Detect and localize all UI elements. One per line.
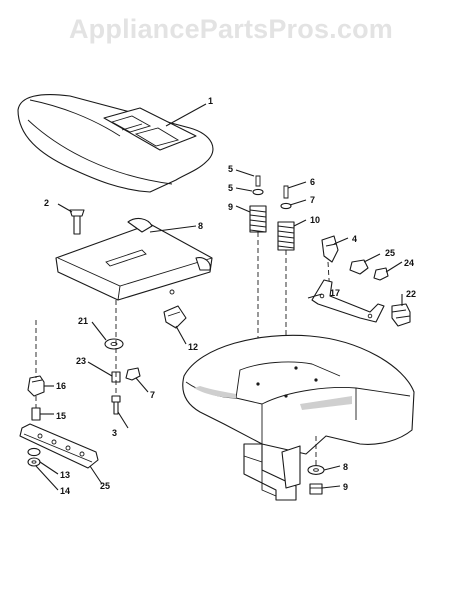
- seat: [17, 93, 214, 193]
- callout-label: 9: [343, 482, 348, 492]
- callout-label: 21: [78, 316, 88, 326]
- callout-label: 15: [56, 411, 66, 421]
- callout-label: 25: [385, 248, 395, 258]
- callout-label: 5: [228, 164, 233, 174]
- callout-label: 25: [100, 481, 110, 491]
- callout-label: 13: [60, 470, 70, 480]
- callout-label: 6: [310, 177, 315, 187]
- leader-lines: [35, 103, 403, 491]
- callout-label: 5: [228, 183, 233, 193]
- callout-label: 16: [56, 381, 66, 391]
- callout-label: 1: [208, 96, 213, 106]
- callout-label: 8: [198, 221, 203, 231]
- callout-labels: 1 17 9 8 4 12 25 9 10 5 6 5 7 8 25 13 2 …: [44, 96, 416, 496]
- callout-label: 4: [352, 234, 357, 244]
- fender-frame: [182, 334, 415, 501]
- frame-hardware: [307, 436, 325, 495]
- mount-bracket: [311, 279, 385, 323]
- callout-label: 17: [330, 288, 340, 298]
- callout-label: 14: [60, 486, 70, 496]
- callout-label: 3: [112, 428, 117, 438]
- callout-label: 22: [406, 289, 416, 299]
- watermark-logo: AppliancePartsPros.com: [68, 14, 393, 44]
- callout-label: 8: [343, 462, 348, 472]
- seat-bracket: [163, 305, 187, 329]
- pivot-bolt: [69, 209, 85, 235]
- callout-label: 10: [310, 215, 320, 225]
- callout-label: 24: [404, 258, 414, 268]
- seat-hardware: [104, 300, 141, 415]
- callout-label: 12: [188, 342, 198, 352]
- adjuster-assembly: [19, 320, 99, 469]
- callout-label: 2: [44, 198, 49, 208]
- seat-pan: [55, 217, 213, 301]
- callout-label: 7: [310, 195, 315, 205]
- callout-label: 9: [228, 202, 233, 212]
- mounting-nuts: [349, 259, 411, 327]
- callout-label: 23: [76, 356, 86, 366]
- callout-label: 7: [150, 390, 155, 400]
